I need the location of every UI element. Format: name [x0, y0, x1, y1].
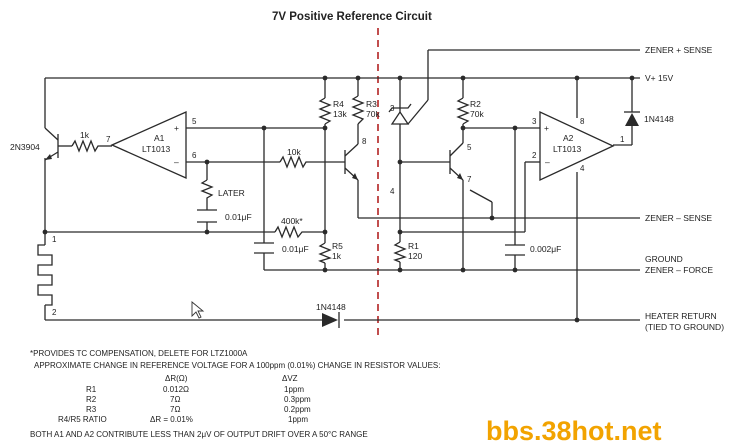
resistor-r1 — [393, 241, 407, 263]
label-a2-pin4: 4 — [580, 164, 585, 173]
net-zener-plus-sense: ZENER + SENSE — [645, 45, 713, 55]
resistor-r4 — [318, 97, 332, 125]
note-row-dr: 7Ω — [170, 395, 180, 404]
note-row-dv: 0.2ppm — [284, 405, 311, 414]
label-a1-part: LT1013 — [142, 144, 170, 154]
net-ground: GROUND — [645, 254, 683, 264]
label-r-1k: 1k — [80, 130, 90, 140]
label-a2-plus: + — [544, 123, 549, 133]
label-r-400k: 400k* — [281, 216, 303, 226]
diode-1n4148-bottom — [322, 312, 340, 328]
note-row-name: R3 — [86, 405, 97, 414]
label-r1-val: 120 — [408, 251, 422, 261]
zener-reference — [388, 103, 412, 135]
note-approx: APPROXIMATE CHANGE IN REFERENCE VOLTAGE … — [34, 361, 440, 370]
label-r4-name: R4 — [333, 99, 344, 109]
label-a2-pin1: 1 — [620, 135, 625, 144]
label-r3-val: 70k — [366, 109, 380, 119]
transistor-q2 — [449, 142, 464, 181]
note-row-dv: 0.3ppm — [284, 395, 311, 404]
label-r2-name: R2 — [470, 99, 481, 109]
opamp-a1 — [110, 110, 187, 180]
junction-dots — [42, 75, 635, 323]
label-zener-pin4: 4 — [390, 187, 395, 196]
label-r5-val: 1k — [332, 251, 342, 261]
resistor-400k — [274, 225, 305, 239]
label-c-later: 0.01μF — [225, 212, 252, 222]
label-a1-pin7: 7 — [106, 135, 111, 144]
label-a1-pin5: 5 — [192, 117, 197, 126]
label-r5-name: R5 — [332, 241, 343, 251]
note-row-dv: 1ppm — [288, 415, 308, 424]
resistor-1k — [71, 139, 100, 153]
note-row-dv: 1ppm — [284, 385, 304, 394]
label-a2-pin3: 3 — [532, 117, 537, 126]
diagram-title: 7V Positive Reference Circuit — [272, 11, 432, 23]
opamp-a2 — [539, 110, 615, 182]
diode-1n4148-top — [624, 111, 640, 126]
note-row-dr: 7Ω — [170, 405, 180, 414]
resistor-r5 — [318, 242, 332, 264]
label-a2-pin2: 2 — [532, 151, 537, 160]
label-r4-val: 13k — [333, 109, 347, 119]
label-a2-minus: – — [545, 157, 550, 167]
note-footnote: *PROVIDES TC COMPENSATION, DELETE FOR LT… — [30, 349, 248, 358]
label-r1-name: R1 — [408, 241, 419, 251]
note-col-dv: ΔVZ — [282, 374, 298, 383]
label-c-0-01uf: 0.01μF — [282, 244, 309, 254]
note-row-dr: ΔR = 0.01% — [150, 415, 193, 424]
note-row-name: R4/R5 RATIO — [58, 415, 107, 424]
watermark: bbs.38hot.net — [486, 416, 662, 446]
label-heater-pin2: 2 — [52, 308, 57, 317]
mouse-cursor-icon — [191, 301, 205, 319]
capacitor-0-002uf — [505, 244, 525, 256]
note-row-dr: 0.012Ω — [163, 385, 189, 394]
label-r3-name: R3 — [366, 99, 377, 109]
label-d-1n4148-bottom: 1N4148 — [316, 302, 346, 312]
note-col-dr: ΔR(Ω) — [165, 374, 188, 383]
resistor-10k — [279, 155, 308, 169]
label-a2-pin8: 8 — [580, 117, 585, 126]
label-2n3904: 2N3904 — [10, 142, 40, 152]
note-row-name: R2 — [86, 395, 97, 404]
label-a2-name: A2 — [563, 133, 574, 143]
transistor-2n3904 — [44, 127, 59, 161]
label-r2-val: 70k — [470, 109, 484, 119]
label-a1-plus: + — [174, 123, 179, 133]
label-a1-name: A1 — [154, 133, 165, 143]
resistor-r2 — [456, 97, 470, 125]
label-d-1n4148-top: 1N4148 — [644, 114, 674, 124]
label-later: LATER — [218, 188, 245, 198]
capacitor-later — [197, 209, 217, 223]
net-heater-return: HEATER RETURN — [645, 311, 717, 321]
label-a1-minus: – — [174, 157, 179, 167]
net-tied-to-ground: (TIED TO GROUND) — [645, 322, 724, 332]
label-a2-part: LT1013 — [553, 144, 581, 154]
net-zener-minus-force: ZENER – FORCE — [645, 265, 713, 275]
note-row-name: R1 — [86, 385, 97, 394]
resistor-r3 — [351, 95, 365, 125]
label-heater-pin1: 1 — [52, 235, 57, 244]
capacitor-0-01uf — [254, 242, 274, 254]
label-q1-pin8: 8 — [362, 137, 367, 146]
wiring — [44, 49, 640, 321]
label-q2-pin5: 5 — [467, 143, 472, 152]
label-a1-pin6: 6 — [192, 151, 197, 160]
resistor-later — [200, 179, 214, 200]
net-zener-minus-sense: ZENER – SENSE — [645, 213, 712, 223]
label-c-0-002uf: 0.002μF — [530, 244, 561, 254]
label-r-10k: 10k — [287, 147, 301, 157]
label-zener-pin3: 3 — [390, 104, 395, 113]
net-vplus: V+ 15V — [645, 73, 673, 83]
transistor-q1 — [344, 143, 359, 181]
label-q2-pin7: 7 — [467, 175, 472, 184]
heater-element — [37, 244, 53, 306]
note-drift: BOTH A1 AND A2 CONTRIBUTE LESS THAN 2μV … — [30, 430, 368, 439]
